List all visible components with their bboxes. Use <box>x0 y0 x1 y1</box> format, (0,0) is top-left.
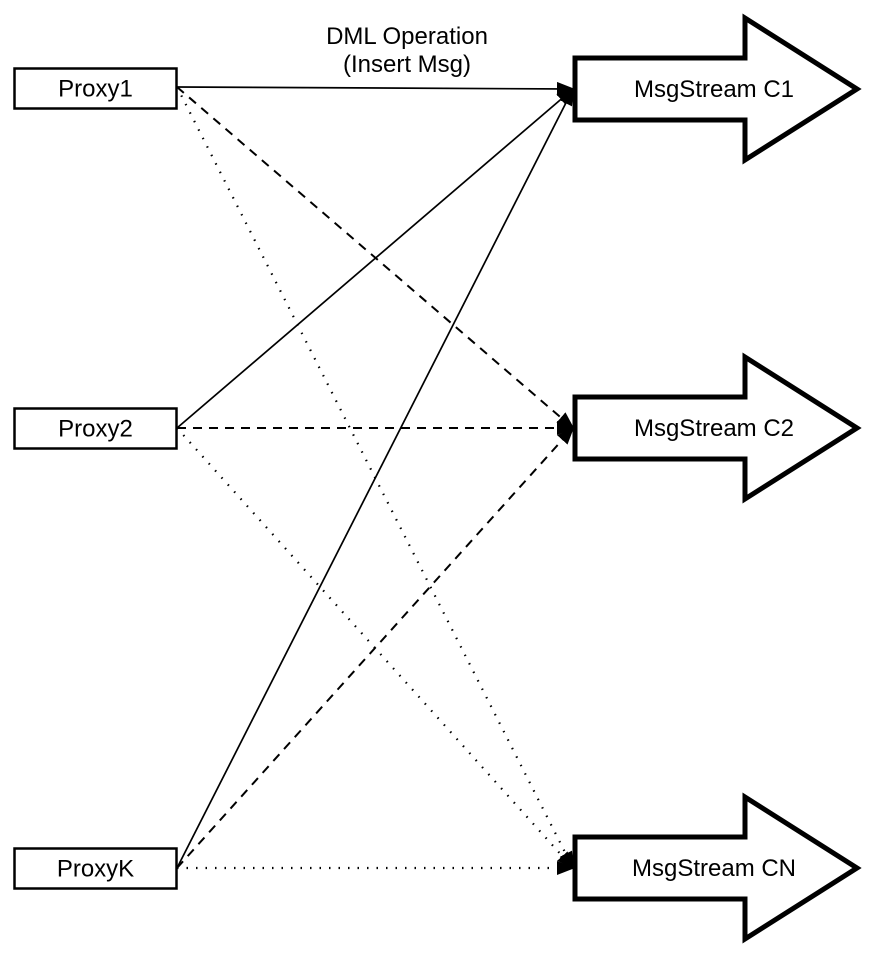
node-msgstream-c2: MsgStream C2 <box>572 352 862 504</box>
proxy2-box <box>13 407 178 450</box>
proxyk-label: ProxyK <box>57 856 134 883</box>
proxy1-box <box>13 67 178 110</box>
edge-proxyk-to-msgstream-c2 <box>176 426 575 869</box>
proxy2-label: Proxy2 <box>58 416 133 443</box>
node-proxy1: Proxy1 <box>13 67 178 110</box>
node-msgstream-cn: MsgStream CN <box>572 792 862 944</box>
edge-proxy2-to-msgstream-c1 <box>176 87 575 429</box>
msgstream-c1-arrow <box>572 13 862 165</box>
node-proxyk: ProxyK <box>13 847 178 890</box>
msgstream-c2-arrow <box>572 352 862 504</box>
proxy1-label: Proxy1 <box>58 76 133 103</box>
msgstream-cn-label: MsgStream CN <box>632 855 796 882</box>
edge-proxyk-to-msgstream-c1 <box>176 87 574 869</box>
node-msgstream-c1: MsgStream C1 <box>572 13 862 165</box>
msgstream-c2-label: MsgStream C2 <box>634 415 794 442</box>
proxyk-box <box>13 847 178 890</box>
msgstream-cn-arrow <box>572 792 862 944</box>
edge-annotation-line2: (Insert Msg) <box>343 51 471 78</box>
node-proxy2: Proxy2 <box>13 407 178 450</box>
edges-layer <box>176 81 575 875</box>
edge-proxy1-to-msgstream-c1 <box>176 81 575 96</box>
msgstream-c1-label: MsgStream C1 <box>634 76 794 103</box>
edge-annotation-line1: DML Operation <box>326 23 488 50</box>
